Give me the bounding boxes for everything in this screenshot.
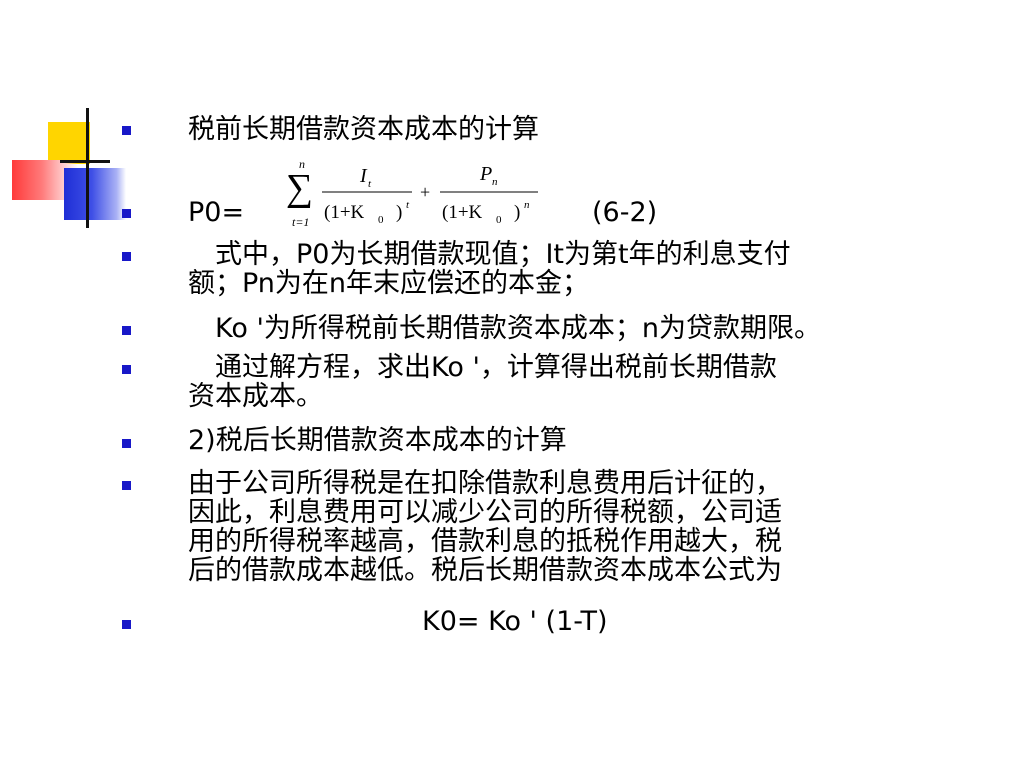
item-3-line-1: 式中，P0为长期借款现值；It为第t年的利息支付 [188,239,791,270]
item-6-text: 2)税后长期借款资本成本的计算 [188,425,567,456]
bullet-icon [122,481,131,490]
decor-horizontal-line [60,160,110,163]
decor-blue-bar [64,168,126,220]
sum-lower-limit: t=1 [292,215,309,229]
item-7-text: 由于公司所得税是在扣除借款利息费用后计征的， 因此，利息费用可以减少公司的所得税… [188,469,782,585]
denominator-1: (1+K [324,202,365,223]
decor-vertical-line [86,108,89,228]
denominator-2-exp: n [524,199,530,211]
item-7-line-2: 因此，利息费用可以减少公司的所得税额，公司适 [188,497,782,528]
bullet-icon [122,326,131,335]
item-5-line-1: 通过解方程，求出Ko '，计算得出税前长期借款 [188,352,777,383]
denominator-2: (1+K [442,202,483,223]
sum-symbol: ∑ [286,167,313,209]
bullet-icon [122,439,131,448]
sum-upper-limit: n [299,157,305,171]
bullet-icon [122,365,131,374]
formula-k0: K0= Ko ' (1-T) [422,606,608,637]
item-3-line-2: 额；Pn为在n年末应偿还的本金； [188,268,590,299]
item-4-text: Ko '为所得税前长期借款资本成本；n为贷款期限。 [188,313,821,344]
denominator-2-close: ) [514,202,520,223]
item-5-text: 通过解方程，求出Ko '，计算得出税前长期借款 资本成本。 [188,353,777,411]
plus-sign: + [420,182,430,202]
bullet-icon [122,252,131,261]
denominator-1-sub: 0 [378,214,384,226]
bullet-icon [122,620,131,629]
bullet-icon [122,126,131,135]
item-7-line-4: 后的借款成本越低。税后长期借款资本成本公式为 [188,555,782,586]
formula-p0: ∑ n t=1 I t (1+K 0 ) t + P n (1+K 0 ) n [282,156,552,229]
decor-yellow-square [48,122,90,164]
denominator-2-sub: 0 [496,214,502,226]
denominator-1-close: ) [396,202,402,223]
item-5-line-2: 资本成本。 [188,381,323,412]
item-7-line-3: 用的所得税率越高，借款利息的抵税作用越大，税 [188,526,782,557]
bullet-icon [122,209,131,218]
numerator-1: I [359,165,368,187]
item-3-text: 式中，P0为长期借款现值；It为第t年的利息支付 额；Pn为在n年末应偿还的本金… [188,240,791,298]
numerator-2: P [479,163,492,185]
equation-number: (6-2) [592,197,658,228]
item-1-text: 税前长期借款资本成本的计算 [188,114,539,145]
formula-lhs: P0= [188,197,245,228]
numerator-2-sub: n [492,176,498,188]
item-7-line-1: 由于公司所得税是在扣除借款利息费用后计征的， [188,468,782,499]
denominator-1-exp: t [406,199,410,211]
numerator-1-sub: t [368,178,372,190]
